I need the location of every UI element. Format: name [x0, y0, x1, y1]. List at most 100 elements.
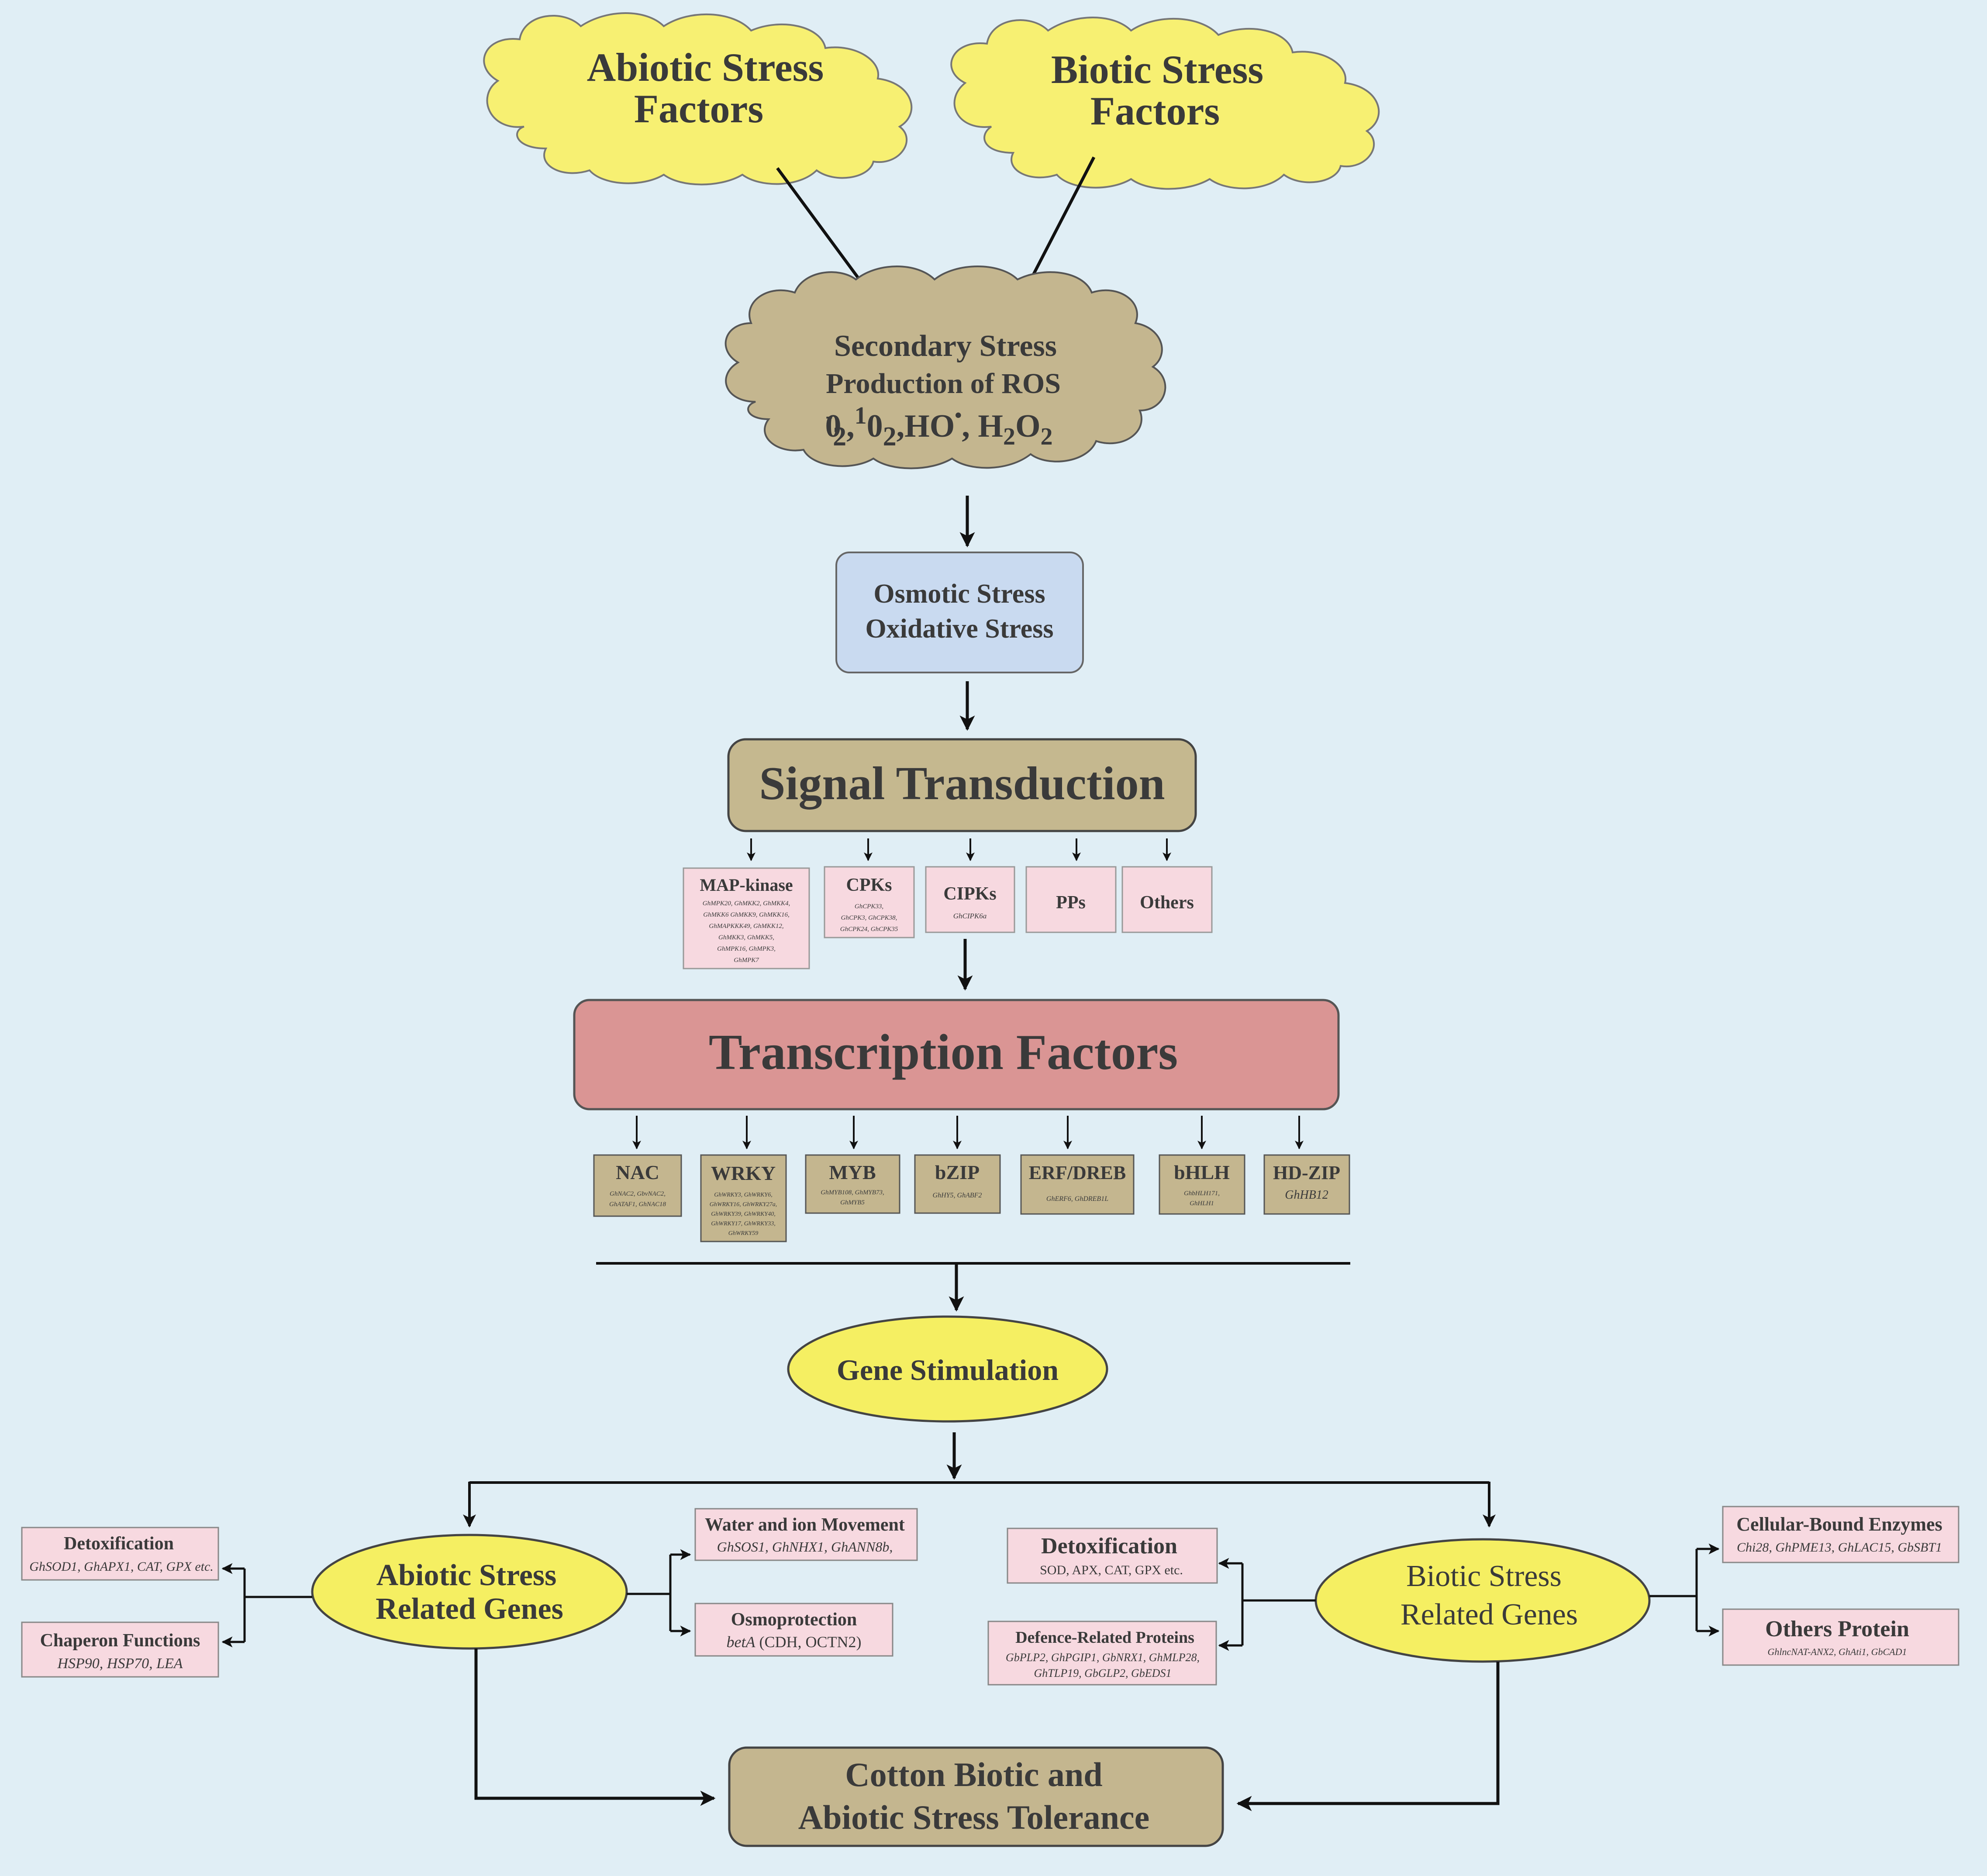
cpks-gene-line: GhCPK3, GhCPK38, [841, 914, 897, 921]
signal-title: Signal Transduction [759, 758, 1165, 810]
map-kinase-gene-line: GhMAPKKK49, GhMKK12, [709, 923, 783, 930]
abiotic-detoxification-box: Detoxification GhSOD1, GhAPX1, CAT, GPX … [21, 1527, 219, 1581]
secondary-line2: Production of ROS [826, 368, 1061, 400]
signal-box-cipks: CIPKs GhCIPK6a [925, 866, 1015, 933]
final-connectors [474, 1648, 1500, 1811]
split-connector [463, 1432, 1496, 1528]
biotic-detox-genes: SOD, APX, CAT, GPX etc. [1040, 1563, 1183, 1577]
tf-box-nac: NAC GhNAC2, GbvNAC2, GhATAF1, GhNAC18 [593, 1154, 682, 1217]
chaperon-functions-box: Chaperon Functions HSP90, HSP70, LEA [21, 1621, 219, 1678]
abiotic-left-connector [221, 1563, 312, 1648]
arrow-biotic-to-tolerance [1236, 1662, 1500, 1811]
arrow-abiotic-to-secondary [776, 167, 870, 294]
secondary-cloud-shape [724, 266, 1166, 469]
abiotic-genes-line2: Related Genes [376, 1592, 563, 1626]
cellular-bound-title: Cellular-Bound Enzymes [1736, 1514, 1942, 1535]
map-kinase-title: MAP-kinase [700, 875, 793, 895]
bzip-title: bZIP [935, 1161, 980, 1183]
tf-box-erf-dreb: ERF/DREB GhERF6, GhDREB1L [1020, 1154, 1135, 1215]
transcription-factors-box: Transcription Factors [573, 999, 1340, 1110]
myb-gene-line: GhMYB108, GhMYB73, [821, 1189, 884, 1196]
cpks-gene-line: GhCPK33, [855, 903, 883, 910]
biotic-genes-line1: Biotic Stress [1406, 1559, 1562, 1593]
cpks-title: CPKs [846, 875, 892, 895]
water-ion-movement-box: Water and ion Movement GhSOS1, GhNHX1, G… [694, 1508, 918, 1561]
tf-box-bzip: bZIP GhHY5, GhABF2 [914, 1154, 1001, 1214]
abiotic-detox-title: Detoxification [64, 1534, 174, 1554]
osmotic-line1: Osmotic Stress [873, 579, 1045, 609]
tolerance-line2: Abiotic Stress Tolerance [798, 1798, 1150, 1836]
myb-gene-line: GhMYB5 [840, 1199, 865, 1206]
biotic-detox-title: Detoxification [1041, 1534, 1177, 1559]
cipks-gene-line: GhCIPK6a [953, 912, 987, 920]
secondary-line1: Secondary Stress [834, 329, 1057, 363]
water-ion-title: Water and ion Movement [705, 1515, 905, 1535]
tolerance-line1: Cotton Biotic and [845, 1755, 1102, 1793]
signal-box-pps: PPs [1025, 866, 1117, 933]
erf-dreb-gene-line: GhERF6, GhDREB1L [1046, 1195, 1108, 1203]
signal-box-others: Others [1121, 866, 1213, 933]
osmotic-stress-box: Osmotic Stress Oxidative Stress [835, 552, 1084, 673]
ros-formula: 0-2,102,HO•, H2O2 [825, 402, 1052, 452]
bhlh-gene-line: GhbHLH171, [1184, 1190, 1220, 1197]
nac-gene-line: GhATAF1, GhNAC18 [609, 1201, 666, 1208]
map-kinase-gene-line: GhMKK3, GhMKK5, [718, 934, 774, 941]
biotic-cloud-line1: Biotic Stress [1051, 47, 1263, 92]
biotic-detoxification-box: Detoxification SOD, APX, CAT, GPX etc. [1007, 1528, 1218, 1584]
cipks-title: CIPKs [943, 884, 996, 904]
abiotic-genes-line1: Abiotic Stress [376, 1559, 557, 1592]
biotic-genes-ellipse: Biotic Stress Related Genes [1314, 1538, 1651, 1663]
biotic-stress-cloud: Biotic Stress Factors [950, 17, 1380, 190]
map-kinase-gene-line: GhMPK7 [734, 957, 759, 964]
abiotic-cloud-line1: Abiotic Stress [587, 45, 824, 90]
cellular-bound-genes: Chi28, GhPME13, GhLAC15, GbSBT1 [1737, 1540, 1942, 1555]
others-protein-box: Others Protein GhlncNAT-ANX2, GhAti1, Gb… [1722, 1608, 1959, 1666]
abiotic-cloud-line2: Factors [634, 86, 763, 131]
signal-transduction-box: Signal Transduction [727, 738, 1197, 832]
signal-box-map-kinase: MAP-kinase GhMPK20, GhMKK2, GhMKK4, GhMK… [683, 867, 810, 969]
signal-small-arrows [747, 838, 1171, 861]
osmotic-line2: Oxidative Stress [865, 614, 1053, 644]
others-protein-title: Others Protein [1765, 1617, 1909, 1642]
arrow-abiotic-to-tolerance [474, 1648, 716, 1806]
wrky-gene-line: GhWRKY16, GhWRKY27a, [710, 1201, 777, 1208]
chaperon-genes: HSP90, HSP70, LEA [57, 1655, 183, 1672]
tf-title: Transcription Factors [709, 1024, 1178, 1080]
osmoprotection-genes: betA (CDH, OCTN2) [727, 1633, 862, 1651]
wrky-gene-line: GhWRKY3, GhWRKY6, [714, 1192, 772, 1198]
others-title: Others [1140, 893, 1194, 913]
tolerance-box: Cotton Biotic and Abiotic Stress Toleran… [728, 1746, 1224, 1847]
abiotic-cloud-shape [483, 12, 913, 186]
biotic-right-connector [1649, 1543, 1720, 1637]
defence-related-box: Defence-Related Proteins GbPLP2, GhPGIP1… [987, 1621, 1217, 1686]
biotic-cloud-line2: Factors [1090, 89, 1220, 133]
gene-stimulation-ellipse: Gene Stimulation [787, 1315, 1108, 1423]
hd-zip-gene-line: GhHB12 [1285, 1188, 1328, 1202]
bhlh-title: bHLH [1174, 1161, 1230, 1183]
tf-box-bhlh: bHLH GhbHLH171, GhHLH1 [1159, 1154, 1245, 1215]
map-kinase-gene-line: GhMKK6 GhMKK9, GhMKK16, [703, 911, 790, 918]
defence-gene-line: GhTLP19, GbGLP2, GbEDS1 [1034, 1667, 1172, 1679]
tf-box-hd-zip: HD-ZIP GhHB12 [1263, 1154, 1350, 1215]
map-kinase-gene-line: GhMPK20, GhMKK2, GhMKK4, [703, 900, 790, 907]
defence-gene-line: GbPLP2, GhPGIP1, GbNRX1, GhMLP28, [1006, 1651, 1200, 1664]
bhlh-gene-line: GhHLH1 [1190, 1200, 1214, 1207]
osmoprotection-box: Osmoprotection betA (CDH, OCTN2) [694, 1603, 893, 1657]
defence-title: Defence-Related Proteins [1015, 1628, 1194, 1647]
erf-dreb-title: ERF/DREB [1029, 1162, 1126, 1183]
water-ion-genes: GhSOS1, GhNHX1, GhANN8b, [717, 1539, 893, 1555]
arrow-biotic-to-secondary [1022, 156, 1096, 294]
wrky-gene-line: GhWRKY39, GhWRKY40, [711, 1211, 775, 1217]
chaperon-title: Chaperon Functions [40, 1631, 200, 1651]
abiotic-right-connector [627, 1549, 691, 1637]
gene-stimulation-label: Gene Stimulation [837, 1353, 1059, 1386]
others-protein-genes: GhlncNAT-ANX2, GhAti1, GbCAD1 [1768, 1646, 1907, 1657]
wrky-title: WRKY [711, 1162, 776, 1184]
myb-title: MYB [829, 1161, 876, 1183]
abiotic-detox-genes: GhSOD1, GhAPX1, CAT, GPX etc. [29, 1559, 214, 1574]
tf-box-myb: MYB GhMYB108, GhMYB73, GhMYB5 [805, 1154, 900, 1214]
biotic-genes-line2: Related Genes [1401, 1598, 1578, 1631]
cellular-bound-enzymes-box: Cellular-Bound Enzymes Chi28, GhPME13, G… [1722, 1506, 1959, 1563]
